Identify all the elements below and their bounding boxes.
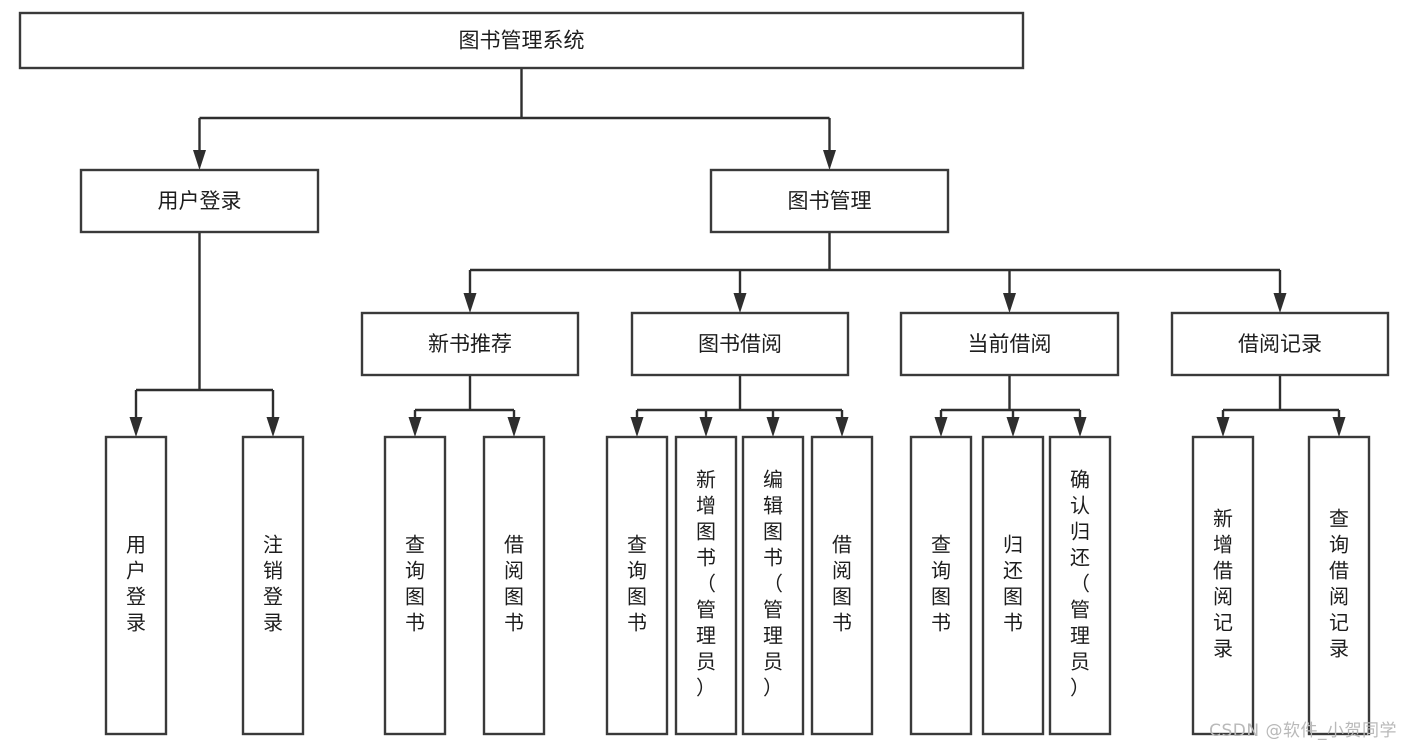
- node-root[interactable]: 图书管理系统: [18, 11, 1025, 70]
- node-box-user-login: [79, 168, 320, 234]
- node-label-leaf-add-book: 新增图书（管理员）: [696, 468, 716, 700]
- edge-group-current-borrow: [934, 375, 1087, 437]
- node-label-new-book-recommend: 新书推荐: [428, 332, 512, 356]
- node-label-user-login: 用户登录: [158, 189, 242, 213]
- node-box-book-manage: [709, 168, 950, 234]
- node-label-root: 图书管理系统: [459, 29, 585, 53]
- node-leaf-query-record[interactable]: 查询借阅记录: [1307, 435, 1371, 736]
- node-book-borrow[interactable]: 图书借阅: [630, 311, 850, 377]
- edge-group-user-login: [129, 232, 280, 437]
- node-label-book-manage: 图书管理: [788, 189, 872, 213]
- node-label-leaf-query-book-2: 查询图书: [627, 533, 647, 635]
- node-label-leaf-borrow-book-1: 借阅图书: [504, 533, 524, 635]
- node-label-leaf-edit-book: 编辑图书（管理员）: [763, 468, 783, 700]
- edge-group-book-manage: [463, 232, 1287, 313]
- node-current-borrow[interactable]: 当前借阅: [899, 311, 1120, 377]
- node-leaf-add-record[interactable]: 新增借阅记录: [1191, 435, 1255, 736]
- node-label-borrow-record: 借阅记录: [1238, 332, 1322, 356]
- node-book-manage[interactable]: 图书管理: [709, 168, 950, 234]
- node-label-leaf-confirm-return: 确认归还（管理员）: [1070, 468, 1090, 700]
- node-label-leaf-add-record: 新增借阅记录: [1213, 507, 1233, 661]
- node-leaf-user-login[interactable]: 用户登录: [104, 435, 168, 736]
- node-leaf-query-book-3[interactable]: 查询图书: [909, 435, 973, 736]
- node-box-leaf-borrow-book-1: [482, 435, 546, 736]
- node-leaf-user-logout[interactable]: 注销登录: [241, 435, 305, 736]
- node-label-leaf-user-login: 用户登录: [126, 533, 146, 635]
- node-user-login[interactable]: 用户登录: [79, 168, 320, 234]
- node-box-leaf-confirm-return: [1048, 435, 1112, 736]
- node-label-leaf-user-logout: 注销登录: [263, 533, 283, 635]
- node-box-leaf-borrow-book-2: [810, 435, 874, 736]
- node-leaf-query-book-1[interactable]: 查询图书: [383, 435, 447, 736]
- node-box-leaf-user-login: [104, 435, 168, 736]
- node-box-new-book-recommend: [360, 311, 580, 377]
- node-leaf-add-book[interactable]: 新增图书（管理员）: [674, 435, 738, 736]
- node-box-root: [18, 11, 1025, 70]
- edge-group-new-book-recommend: [408, 375, 521, 437]
- node-box-leaf-edit-book: [741, 435, 805, 736]
- node-box-book-borrow: [630, 311, 850, 377]
- node-leaf-borrow-book-2[interactable]: 借阅图书: [810, 435, 874, 736]
- node-leaf-edit-book[interactable]: 编辑图书（管理员）: [741, 435, 805, 736]
- watermark-label: CSDN @软件_小贺同学: [1209, 721, 1397, 741]
- node-box-leaf-user-logout: [241, 435, 305, 736]
- node-new-book-recommend[interactable]: 新书推荐: [360, 311, 580, 377]
- node-label-leaf-query-record: 查询借阅记录: [1329, 507, 1349, 661]
- node-label-current-borrow: 当前借阅: [968, 332, 1052, 356]
- node-leaf-borrow-book-1[interactable]: 借阅图书: [482, 435, 546, 736]
- node-box-current-borrow: [899, 311, 1120, 377]
- node-leaf-return-book[interactable]: 归还图书: [981, 435, 1045, 736]
- node-box-borrow-record: [1170, 311, 1390, 377]
- node-box-leaf-add-book: [674, 435, 738, 736]
- node-label-leaf-return-book: 归还图书: [1003, 533, 1023, 635]
- node-box-leaf-add-record: [1191, 435, 1255, 736]
- node-box-leaf-query-record: [1307, 435, 1371, 736]
- node-label-leaf-borrow-book-2: 借阅图书: [832, 533, 852, 635]
- node-leaf-query-book-2[interactable]: 查询图书: [605, 435, 669, 736]
- node-borrow-record[interactable]: 借阅记录: [1170, 311, 1390, 377]
- node-box-leaf-query-book-1: [383, 435, 447, 736]
- nodes-layer: 图书管理系统用户登录图书管理新书推荐图书借阅当前借阅借阅记录用户登录注销登录查询…: [18, 11, 1390, 736]
- edges-layer: [129, 68, 1346, 437]
- node-leaf-confirm-return[interactable]: 确认归还（管理员）: [1048, 435, 1112, 736]
- edge-group-borrow-record: [1216, 375, 1346, 437]
- node-box-leaf-return-book: [981, 435, 1045, 736]
- node-box-leaf-query-book-3: [909, 435, 973, 736]
- node-label-leaf-query-book-3: 查询图书: [931, 533, 951, 635]
- edge-group-root: [193, 68, 836, 170]
- node-label-leaf-query-book-1: 查询图书: [405, 533, 425, 635]
- edge-group-book-borrow: [630, 375, 849, 437]
- node-label-book-borrow: 图书借阅: [698, 332, 782, 356]
- node-box-leaf-query-book-2: [605, 435, 669, 736]
